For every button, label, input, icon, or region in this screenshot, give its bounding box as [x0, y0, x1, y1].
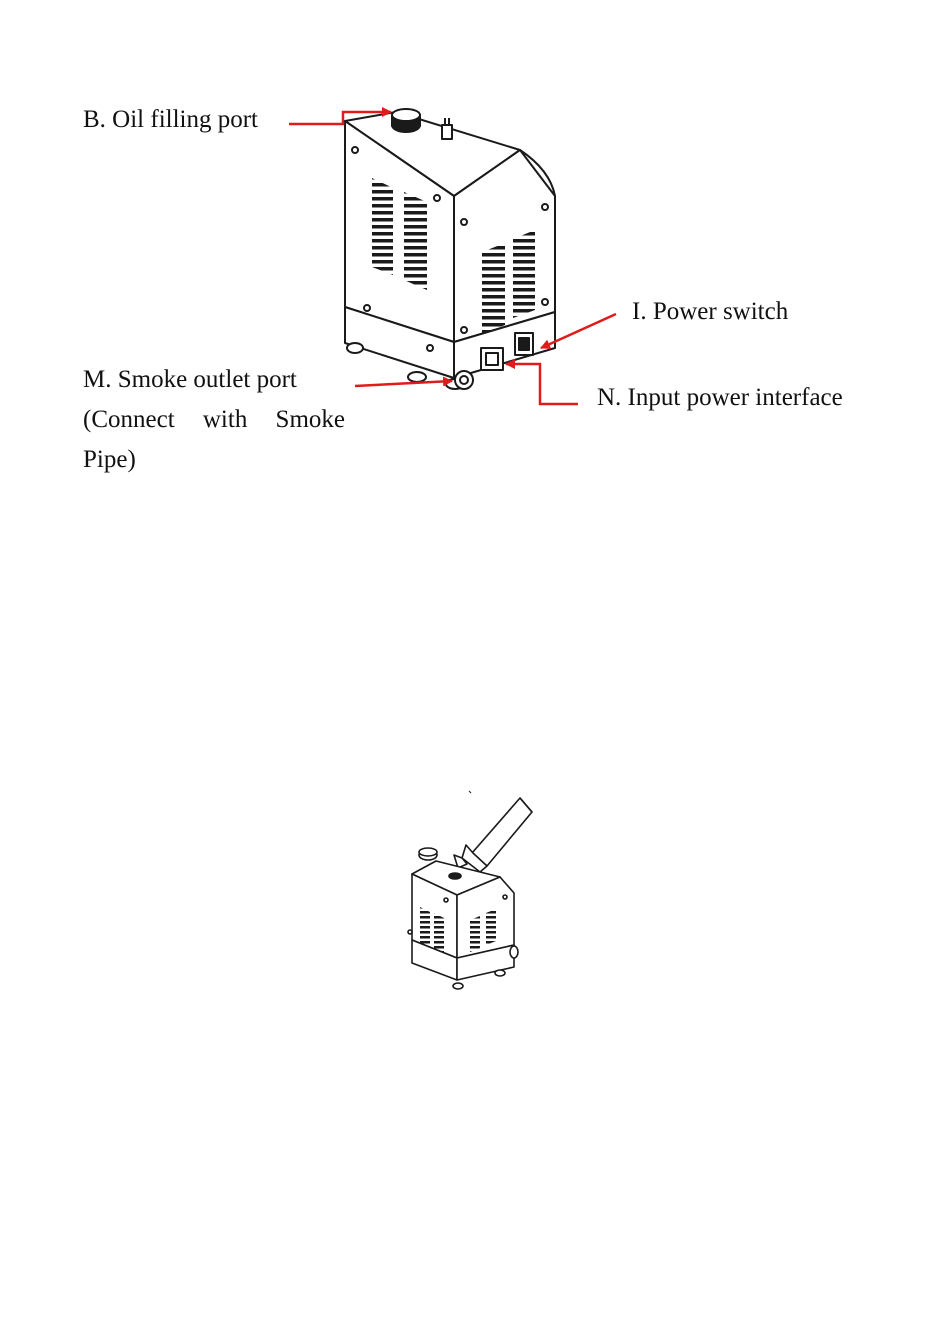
- smoke-machine-large: [345, 109, 555, 389]
- vent-grille: [372, 178, 393, 275]
- smoke-machine-filling: [408, 791, 532, 989]
- oil-bottle: [454, 791, 532, 872]
- nozzle: [442, 125, 452, 139]
- small-screw: [503, 895, 507, 899]
- small-foot: [510, 946, 518, 958]
- arrow-smoke-outlet-port: [355, 381, 452, 386]
- screw: [352, 147, 358, 153]
- power-switch-rocker: [519, 338, 529, 350]
- screw: [461, 219, 467, 225]
- input-power-socket-inner: [486, 353, 498, 365]
- small-vent-grille: [486, 909, 496, 945]
- screw: [542, 204, 548, 210]
- screw: [427, 345, 433, 351]
- small-vent-grille: [434, 913, 444, 953]
- small-foot: [453, 983, 463, 989]
- smoke-outlet-port-inner: [460, 376, 468, 384]
- vent-grille: [513, 230, 535, 318]
- vent-grille: [404, 192, 427, 290]
- small-vent-grille: [420, 907, 430, 947]
- screw: [461, 327, 467, 333]
- screw: [364, 305, 370, 311]
- vent-grille: [482, 243, 505, 334]
- oil-filling-cap-top: [392, 109, 420, 121]
- small-fill-opening: [449, 873, 461, 879]
- screw: [434, 195, 440, 201]
- foot: [408, 372, 426, 382]
- removed-cap-top: [419, 848, 437, 856]
- small-vent-grille: [470, 916, 480, 952]
- small-screw: [408, 930, 412, 934]
- screw: [542, 299, 548, 305]
- arrow-input-power-interface: [506, 364, 578, 404]
- foot: [347, 343, 363, 353]
- small-screw: [444, 898, 448, 902]
- small-foot: [495, 970, 505, 976]
